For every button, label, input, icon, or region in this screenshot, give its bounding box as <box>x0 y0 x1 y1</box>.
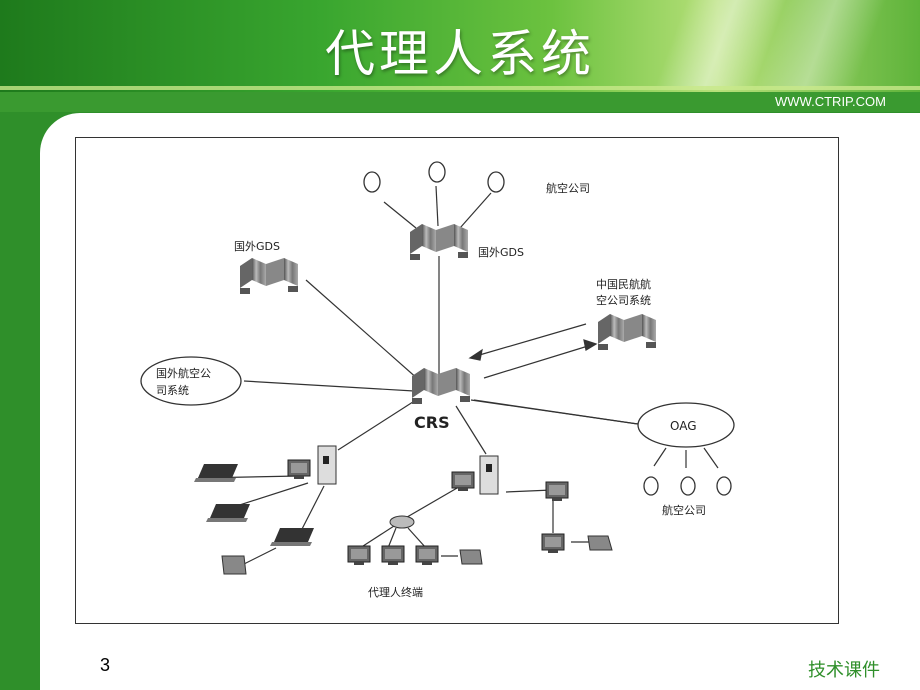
bidirectional-arrows <box>468 323 598 379</box>
header-stripe <box>0 86 920 90</box>
agent-terminal <box>347 545 371 566</box>
oag-node <box>637 402 735 448</box>
slide-title: 代理人系统 <box>325 25 595 83</box>
laptop-terminal <box>270 528 314 546</box>
header-band <box>0 92 920 112</box>
workstation-middle <box>451 455 499 495</box>
printer-terminal <box>221 555 247 575</box>
airline-nodes-top <box>363 161 505 193</box>
network-hub <box>389 515 415 529</box>
gds-node-left <box>240 258 298 294</box>
crs-node <box>412 368 470 404</box>
footer-label: 技术课件 <box>808 660 880 681</box>
laptop-terminal <box>194 464 238 482</box>
label-agent-terminals: 代理人终端 <box>368 585 423 599</box>
label-caac-line1: 中国民航航 <box>596 277 651 291</box>
label-caac-line2: 空公司系统 <box>596 293 651 307</box>
network-diagram: 航空公司 国外GDS 国外GDS 中国民航航 空公司系统 国外航空公 司系统 C… <box>75 137 839 624</box>
printer-terminal <box>459 549 483 565</box>
label-airlines-top: 航空公司 <box>546 181 590 195</box>
site-url: WWW.CTRIP.COM <box>775 94 886 109</box>
label-crs: CRS <box>414 413 450 432</box>
agent-terminal <box>381 545 405 566</box>
label-airlines-oag: 航空公司 <box>662 503 706 517</box>
label-foreign-airline-line2: 司系统 <box>156 384 189 397</box>
printer-terminal <box>587 535 613 551</box>
label-gds-foreign-left: 国外GDS <box>234 240 280 253</box>
agent-terminal <box>415 545 439 566</box>
workstation-left <box>287 445 337 485</box>
caac-system-node <box>598 314 656 350</box>
agent-terminal <box>541 533 565 554</box>
label-gds-foreign-top: 国外GDS <box>478 246 524 259</box>
laptop-terminal <box>206 504 250 522</box>
label-foreign-airline-line1: 国外航空公 <box>156 366 211 380</box>
airline-nodes-oag <box>643 476 732 496</box>
label-oag: OAG <box>670 419 697 433</box>
foreign-airline-system-node <box>140 356 242 406</box>
gds-node-top <box>410 224 468 260</box>
page-number: 3 <box>100 655 111 675</box>
slide-header <box>0 0 920 112</box>
agent-terminal <box>545 481 569 502</box>
header-decoration <box>620 0 920 90</box>
